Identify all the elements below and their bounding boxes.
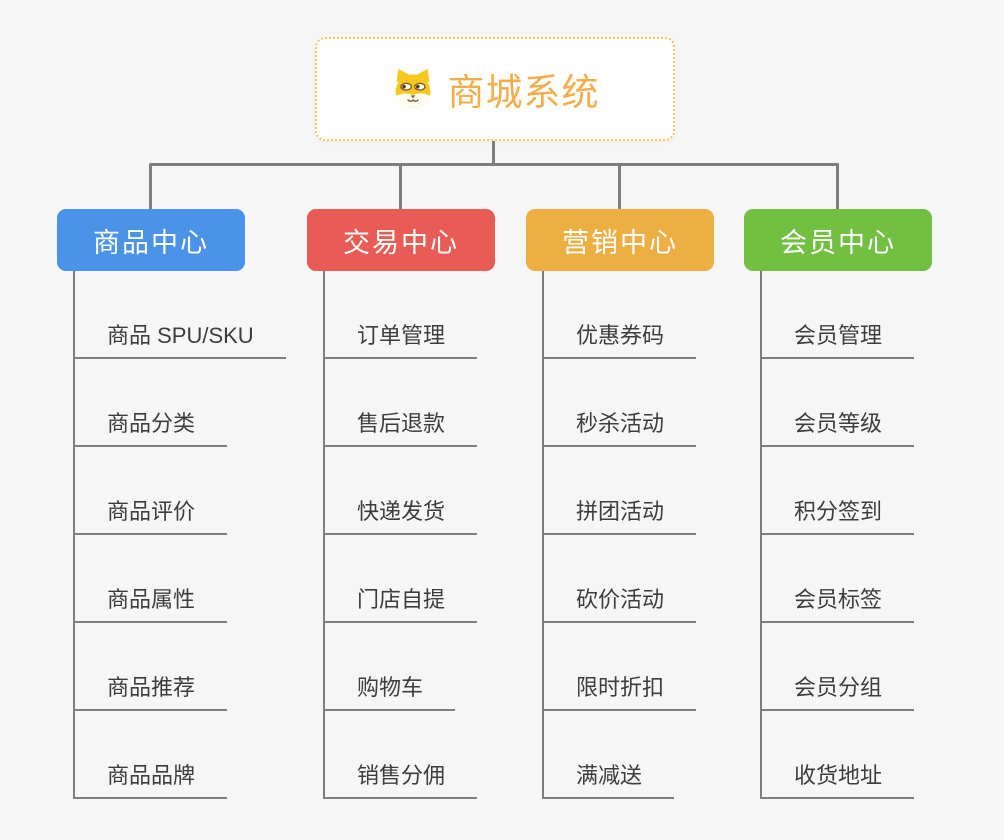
branch-node-product-center[interactable]: 商品中心 <box>57 209 245 271</box>
tree-node-item[interactable]: 拼团活动 <box>544 447 697 535</box>
tree-node-item[interactable]: 订单管理 <box>325 271 478 359</box>
tree-node-item[interactable]: 门店自提 <box>325 535 478 623</box>
tree-node-item[interactable]: 会员标签 <box>762 535 915 623</box>
tree-node-item[interactable]: 会员等级 <box>762 359 915 447</box>
tree-node-item[interactable]: 售后退款 <box>325 359 478 447</box>
child-list-product-center: 商品 SPU/SKU 商品分类 商品评价 商品属性 商品推荐 商品品牌 <box>73 271 286 799</box>
tree-node-item[interactable]: 购物车 <box>325 623 456 711</box>
child-list-marketing-center: 优惠券码 秒杀活动 拼团活动 砍价活动 限时折扣 满减送 <box>542 271 697 799</box>
branch-node-member-center[interactable]: 会员中心 <box>744 209 932 271</box>
connector-drop-2 <box>399 164 402 209</box>
branch-node-trade-center[interactable]: 交易中心 <box>307 209 495 271</box>
tree-node-item[interactable]: 秒杀活动 <box>544 359 697 447</box>
tree-node-item[interactable]: 商品属性 <box>75 535 228 623</box>
root-title: 商城系统 <box>447 72 600 113</box>
connector-drop-1 <box>149 164 152 209</box>
child-list-trade-center: 订单管理 售后退款 快递发货 门店自提 购物车 销售分佣 <box>323 271 478 799</box>
tree-node-item[interactable]: 快递发货 <box>325 447 478 535</box>
shiba-dog-icon <box>391 67 435 111</box>
tree-node-item[interactable]: 商品分类 <box>75 359 228 447</box>
tree-node-item[interactable]: 满减送 <box>544 711 675 799</box>
tree-node-item[interactable]: 优惠券码 <box>544 271 697 359</box>
tree-node-item[interactable]: 会员管理 <box>762 271 915 359</box>
tree-node-item[interactable]: 商品品牌 <box>75 711 228 799</box>
tree-node-item[interactable]: 积分签到 <box>762 447 915 535</box>
child-list-member-center: 会员管理 会员等级 积分签到 会员标签 会员分组 收货地址 <box>760 271 915 799</box>
connector-trunk <box>149 163 839 166</box>
connector-drop-3 <box>618 164 621 209</box>
connector-drop-4 <box>836 164 839 209</box>
tree-node-item[interactable]: 商品评价 <box>75 447 228 535</box>
tree-node-item[interactable]: 商品推荐 <box>75 623 228 711</box>
connector-root-stub <box>492 141 495 165</box>
tree-node-item[interactable]: 限时折扣 <box>544 623 697 711</box>
tree-node-item[interactable]: 商品 SPU/SKU <box>75 271 286 359</box>
tree-node-item[interactable]: 砍价活动 <box>544 535 697 623</box>
root-node[interactable]: 商城系统 <box>315 37 675 141</box>
tree-node-item[interactable]: 销售分佣 <box>325 711 478 799</box>
branch-node-marketing-center[interactable]: 营销中心 <box>526 209 714 271</box>
tree-node-item[interactable]: 会员分组 <box>762 623 915 711</box>
tree-node-item[interactable]: 收货地址 <box>762 711 915 799</box>
